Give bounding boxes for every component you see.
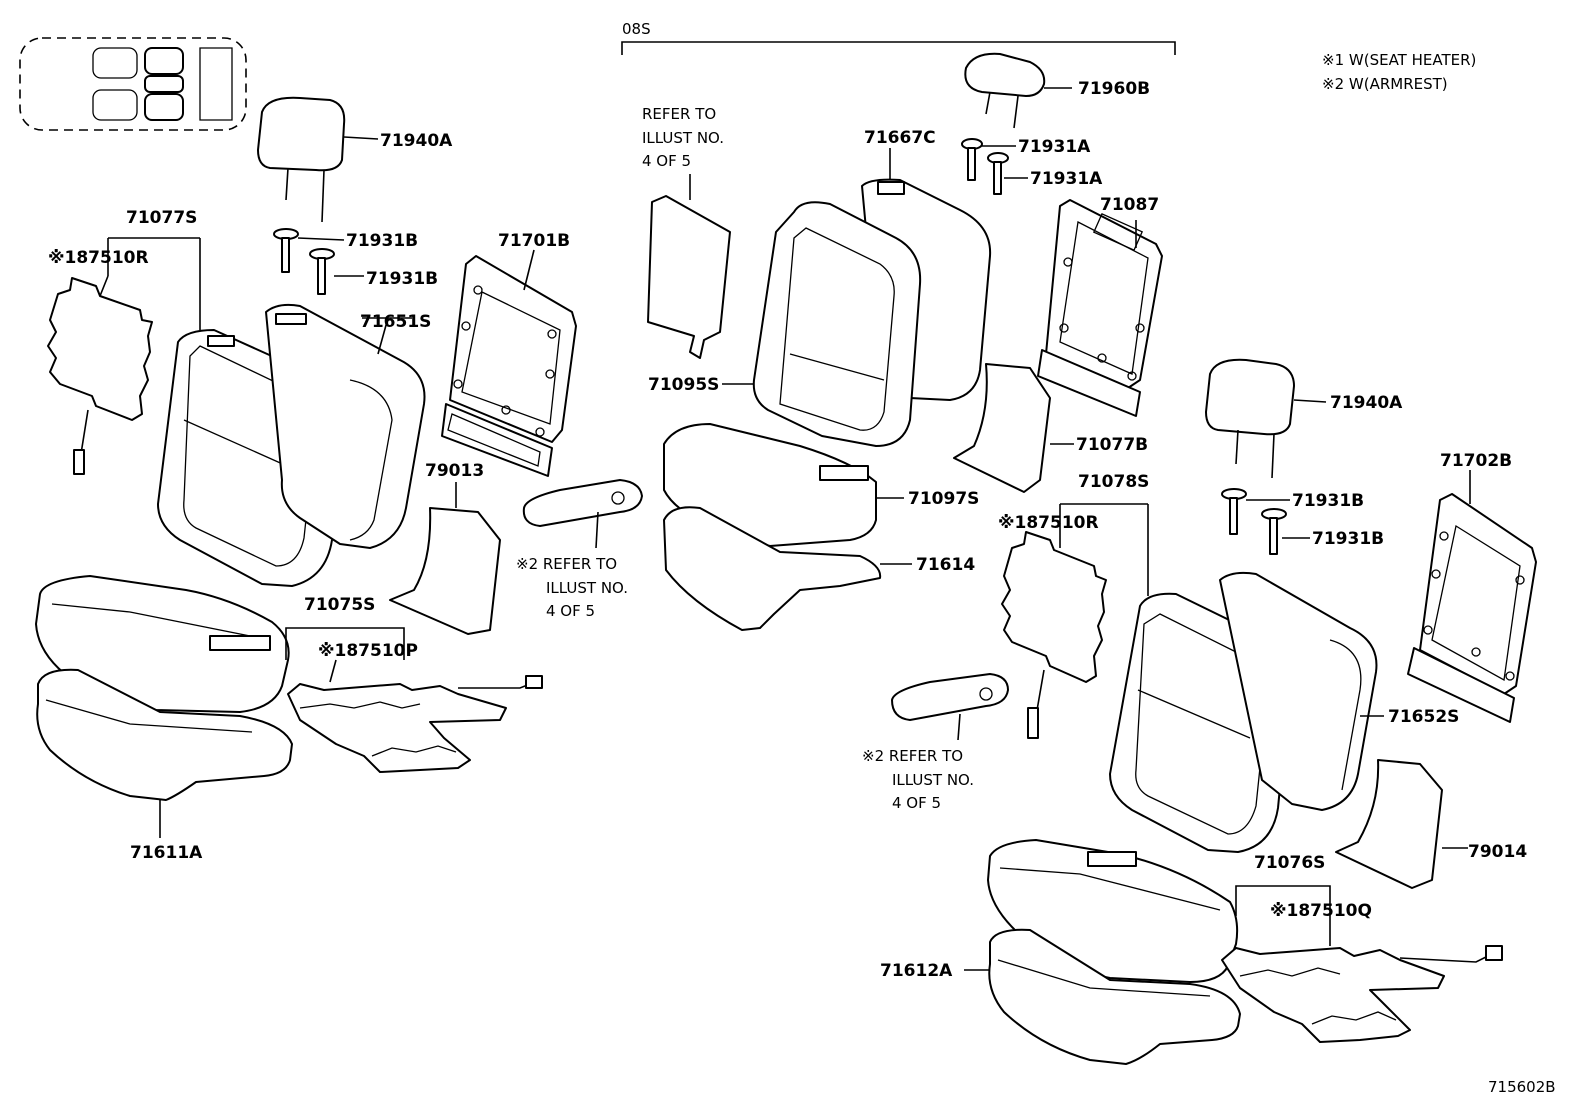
- label-back-assy-left: 71077S: [126, 208, 197, 228]
- ref-top-line1: REFER TO: [642, 105, 716, 123]
- figure-id: 715602B: [1488, 1078, 1556, 1096]
- label-cushion-cover-center: 71097S: [908, 489, 979, 509]
- screw-center-lower: [987, 152, 1028, 195]
- ref-right-line1: ※2 REFER TO: [862, 747, 963, 765]
- heater-element-cushion-right: [1221, 885, 1503, 1043]
- label-back-board-right: 71702B: [1440, 451, 1512, 471]
- label-headrest-left: 71940A: [380, 131, 453, 151]
- heater-element-back-right: [1001, 503, 1149, 739]
- seat-back-panel-right: [1335, 759, 1468, 889]
- label-back-assy-center: 71095S: [648, 375, 719, 395]
- armrest-right: [891, 673, 1009, 741]
- ref-left-line2: ILLUST NO.: [546, 579, 628, 597]
- headrest-left: [257, 96, 379, 223]
- label-screw-center-lower: 71931A: [1030, 169, 1103, 189]
- label-cushion-pad-right: 71612A: [880, 961, 953, 981]
- group-label: 08S: [622, 20, 651, 38]
- ref-top-line3: 4 OF 5: [642, 152, 691, 170]
- label-heater-cushion-right: ※187510Q: [1270, 901, 1372, 921]
- right-seat-group: [891, 358, 1537, 1065]
- left-seat-group: [35, 96, 643, 838]
- screw-center-upper: [961, 138, 1016, 181]
- label-screw-right-lower: 71931B: [1312, 529, 1384, 549]
- screw-right-lower: [1261, 508, 1310, 555]
- label-back-cover-left: 71651S: [360, 312, 431, 332]
- label-heater-cushion-left: ※187510P: [318, 641, 418, 661]
- screw-left-lower: [309, 248, 364, 295]
- seat-layout-thumbnail: [19, 37, 247, 131]
- label-headrest-center: 71960B: [1078, 79, 1150, 99]
- headrest-center: [964, 52, 1072, 129]
- legend: ※1 W(SEAT HEATER) ※2 W(ARMREST): [1322, 51, 1476, 93]
- label-back-assy-right: 71078S: [1078, 472, 1149, 492]
- ref-left-line1: ※2 REFER TO: [516, 555, 617, 573]
- seat-back-panel-center: [953, 363, 1074, 493]
- ref-top-line2: ILLUST NO.: [642, 129, 724, 147]
- ref-right-line2: ILLUST NO.: [892, 771, 974, 789]
- seat-back-board-center: [1037, 199, 1163, 417]
- seat-back-center: [722, 201, 922, 447]
- armrest-panel-ref: [647, 174, 731, 359]
- screw-right-upper: [1221, 488, 1290, 535]
- legend-seat-heater: ※1 W(SEAT HEATER): [1322, 51, 1476, 69]
- label-back-panel-right: 79014: [1468, 842, 1527, 862]
- label-back-cover-right: 71652S: [1388, 707, 1459, 727]
- seat-back-cover-left: [265, 303, 426, 549]
- legend-armrest: ※2 W(ARMREST): [1322, 75, 1448, 93]
- label-back-cover-center: 71667C: [864, 128, 936, 148]
- seat-back-panel-left: [389, 482, 501, 635]
- label-screw-right-upper: 71931B: [1292, 491, 1364, 511]
- center-seat-group: [647, 52, 1163, 631]
- seat-cushion-pad-right: [964, 928, 1241, 1065]
- label-screw-center-upper: 71931A: [1018, 137, 1091, 157]
- label-back-board-left: 71701B: [498, 231, 570, 251]
- seat-back-cover-right: [1219, 571, 1384, 811]
- armrest-left: [522, 479, 643, 549]
- label-screw-left-lower: 71931B: [366, 269, 438, 289]
- label-cushion-pad-center: 71614: [916, 555, 975, 575]
- label-cushion-assy-right: 71076S: [1254, 853, 1325, 873]
- label-heater-back-left: ※187510R: [48, 248, 149, 268]
- screw-left-upper: [273, 228, 345, 273]
- seat-back-board-right: [1407, 470, 1537, 723]
- ref-left-line3: 4 OF 5: [546, 602, 595, 620]
- headrest-right: [1205, 358, 1327, 479]
- heater-element-back-left: [47, 237, 201, 475]
- label-cushion-assy-left: 71075S: [304, 595, 375, 615]
- label-back-panel-left: 79013: [425, 461, 484, 481]
- label-headrest-right: 71940A: [1330, 393, 1403, 413]
- group-bracket-08s: 08S: [621, 20, 1176, 55]
- label-back-board-center: 71087: [1100, 195, 1159, 215]
- seat-cushion-cover-left: [35, 575, 290, 713]
- seat-cushion-cover-center: [663, 423, 904, 547]
- seat-cushion-pad-left: [36, 668, 293, 838]
- seat-back-board-left: [441, 249, 577, 477]
- label-screw-left-upper: 71931B: [346, 231, 418, 251]
- callout-labels: 71940A 71931B 71931B 71077S ※187510R 716…: [48, 79, 1556, 1096]
- heater-element-cushion-left: [285, 627, 543, 773]
- label-cushion-pad-left: 71611A: [130, 843, 203, 863]
- seat-cushion-pad-center: [663, 506, 912, 631]
- label-heater-back-right: ※187510R: [998, 513, 1099, 533]
- ref-right-line3: 4 OF 5: [892, 794, 941, 812]
- label-back-panel-center: 71077B: [1076, 435, 1148, 455]
